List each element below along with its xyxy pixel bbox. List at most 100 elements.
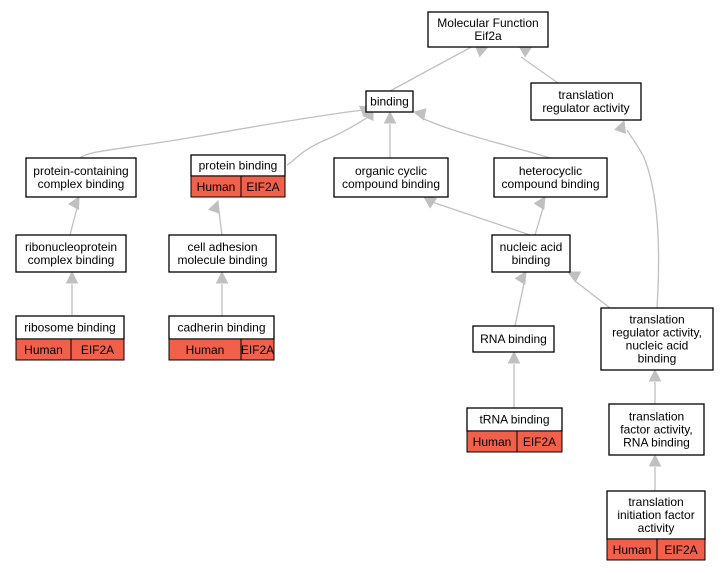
term-label-line: binding [512,253,551,267]
term-label-line: ribonucleoprotein [25,240,117,254]
edge-layer [65,44,662,491]
term-label-line: nucleic acid [626,339,689,353]
edge-4 [383,110,397,158]
edge-line [425,199,531,236]
edge-12 [514,271,527,327]
edge-16 [648,368,662,404]
species-label: Human [186,343,225,357]
term-box [608,403,705,456]
term-box [600,307,714,371]
edge-line [574,280,611,309]
go-term-binding[interactable]: binding [365,90,414,113]
term-label-line: binding [638,352,677,366]
term-box [493,157,608,198]
term-label-line: Molecular Function [437,16,538,30]
term-label-line: nucleic acid [500,240,563,254]
term-label-line: cell adhesion [187,240,257,254]
gene-cell [70,338,125,361]
term-label-line: binding [370,95,409,109]
edge-line [514,282,525,327]
term-label-line: Eif2a [474,29,502,43]
species-label: Human [473,435,512,449]
term-label-line: cadherin binding [177,321,265,335]
edge-arrowhead [412,108,427,121]
term-label-line: RNA binding [623,436,690,450]
term-box [25,157,137,198]
gene-label: EIF2A [241,343,274,357]
term-label-line: factor activity, [620,423,692,437]
edge-15 [507,350,521,408]
term-label-line: translation [629,313,684,327]
term-label-line: organic cyclic [355,164,427,178]
edge-17 [648,453,662,491]
gene-label: EIF2A [664,543,697,557]
term-box [472,325,555,353]
species-label: Human [613,543,652,557]
edge-6 [67,196,80,236]
edge-5 [412,108,551,159]
term-label-line: activity [638,521,675,535]
annotation-row: Human EIF2A [466,430,563,453]
edge-arrowhead [648,368,662,382]
term-label-line: protein binding [199,159,278,173]
edge-arrowhead [65,270,79,284]
gene-cell [656,538,706,561]
edge-arrowhead [215,270,229,284]
edge-7 [208,199,223,236]
edge-arrowhead [614,119,626,134]
edge-13 [566,271,611,309]
term-label-line: regulator activity [542,101,629,115]
term-label-line: translation [628,495,683,509]
term-box [427,11,549,48]
term-label-line: molecule binding [177,253,267,267]
term-label-line: translation [629,410,684,424]
edge-line [626,129,660,309]
term-box [530,82,642,121]
term-label-line: regulator activity, [612,326,702,340]
edge-arrowhead [514,271,527,286]
term-label-line: protein-containing [33,164,128,178]
term-label-line: ribosome binding [24,321,115,335]
gene-label: EIF2A [246,180,279,194]
gene-cell [240,175,286,198]
term-label-line: compound binding [501,177,599,191]
edge-11 [215,270,229,316]
go-term-rnab[interactable]: RNA binding [472,325,555,353]
edge-arrowhead [383,110,397,124]
edge-arrowhead [648,453,662,467]
edge-arrowhead [67,196,80,211]
edge-0 [389,44,488,92]
edge-9 [533,196,546,236]
term-label-line: initiation factor [617,508,694,522]
term-box [333,157,449,198]
term-label-line: tRNA binding [479,413,549,427]
term-label-line: translation [558,88,613,102]
term-box [491,234,571,273]
gene-label: EIF2A [523,435,556,449]
edge-line [423,118,551,159]
edge-line [79,109,364,159]
edge-arrowhead [208,199,220,214]
gene-cell [516,430,563,453]
edge-arrowhead [423,196,438,209]
edge-line [218,211,223,236]
